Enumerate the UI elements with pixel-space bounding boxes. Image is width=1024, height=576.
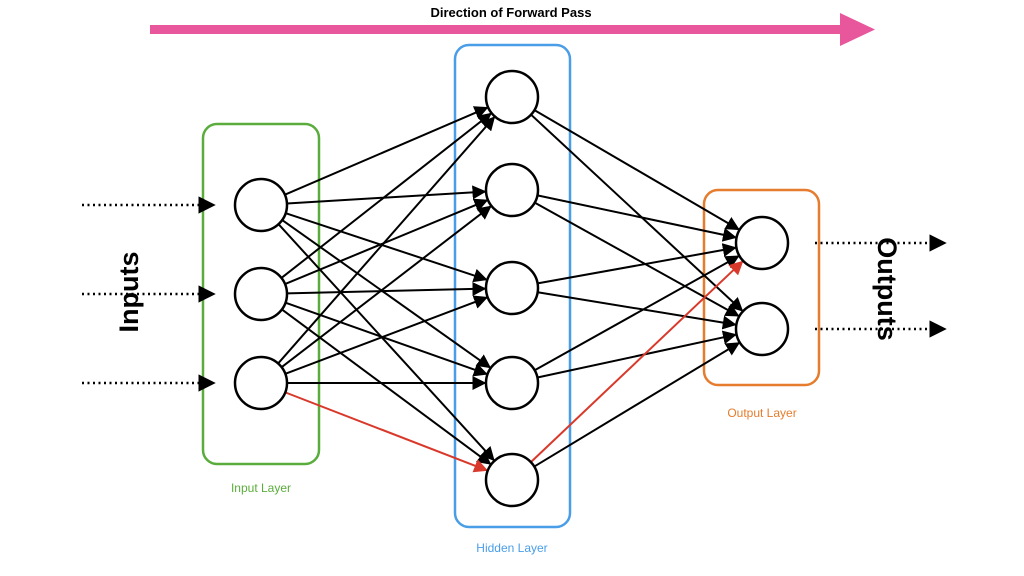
hidden-neuron-1 <box>484 69 540 125</box>
edge-input-3-to-hidden-1 <box>277 116 496 365</box>
edge-hidden-3-to-output-1 <box>537 243 737 285</box>
input-neuron-3 <box>233 355 289 411</box>
edge-input-2-to-hidden-4 <box>285 301 488 377</box>
neurons <box>233 69 790 508</box>
highlighted-edge-input-3-to-hidden-5 <box>284 391 489 473</box>
io-arrows <box>82 196 947 392</box>
edge-input-2-to-hidden-3 <box>286 281 487 296</box>
edge-input-2-to-hidden-5 <box>281 308 492 465</box>
edge-hidden-1-to-output-1 <box>533 109 740 231</box>
input-neuron-2 <box>233 266 289 322</box>
output-neuron-1 <box>734 215 790 271</box>
edge-hidden-4-to-output-2 <box>537 330 737 379</box>
edge-input-1-to-hidden-2 <box>286 185 487 205</box>
edge-hidden-5-to-output-2 <box>533 342 741 468</box>
input-layer-label: Input Layer <box>231 481 291 495</box>
edge-input-3-to-hidden-2 <box>281 205 492 368</box>
edge-input-2-to-hidden-2 <box>284 198 489 285</box>
hidden-neuron-2 <box>484 162 540 218</box>
edge-input-1-to-hidden-3 <box>285 212 488 283</box>
edge-input-1-to-hidden-4 <box>281 219 492 369</box>
hidden-neuron-5 <box>484 452 540 508</box>
forward-pass-arrow-head <box>840 13 875 46</box>
edge-hidden-2-to-output-1 <box>537 194 737 242</box>
edge-hidden-1-to-output-2 <box>530 113 744 312</box>
inputs-side-label: Inputs <box>114 252 144 333</box>
hidden-layer-label: Hidden Layer <box>476 541 547 555</box>
edge-input-1-to-hidden-5 <box>277 223 495 462</box>
outputs-side-label: Outputs <box>872 237 902 340</box>
input-neuron-1 <box>233 177 289 233</box>
connections <box>277 106 744 473</box>
edge-hidden-3-to-output-2 <box>537 291 737 330</box>
forward-pass-arrow <box>150 13 875 46</box>
edge-input-2-to-hidden-1 <box>280 112 492 279</box>
output-layer-box <box>702 188 821 387</box>
highlighted-edge-hidden-5-to-output-1 <box>530 260 744 463</box>
output-neuron-2 <box>734 301 790 357</box>
hidden-neuron-4 <box>484 355 540 411</box>
hidden-neuron-3 <box>484 260 540 316</box>
hidden-layer-box <box>453 43 572 529</box>
edge-hidden-4-to-output-1 <box>534 255 740 372</box>
edge-hidden-2-to-output-2 <box>534 201 740 317</box>
forward-pass-arrow-shaft <box>150 25 845 34</box>
edge-input-1-to-hidden-1 <box>284 106 489 196</box>
edge-input-3-to-hidden-3 <box>284 295 489 375</box>
forward-pass-title: Direction of Forward Pass <box>430 5 591 20</box>
output-layer-label: Output Layer <box>727 406 796 420</box>
